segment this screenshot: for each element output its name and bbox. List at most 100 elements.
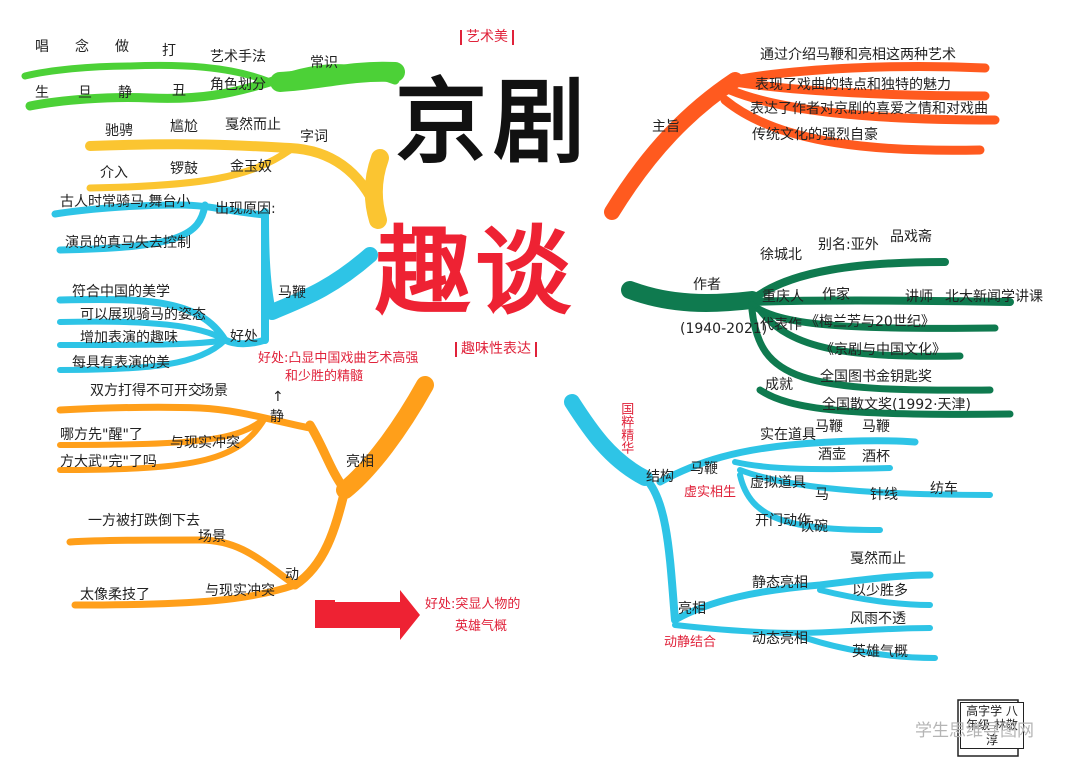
page-subtitle: 趣谈	[375, 216, 575, 328]
mabian-note-2: 和少胜的精髓	[285, 369, 364, 384]
blue-benefit-b2	[57, 318, 228, 343]
page-title: 京剧	[395, 69, 592, 176]
mabian-benefit-3: 每具有表演的美	[72, 355, 170, 371]
blueright-lx4	[797, 633, 938, 661]
jiegou-fake-0: 酒壶	[818, 447, 846, 463]
zuozhe-alias: 别名:亚外	[818, 237, 879, 253]
yellow-trunk	[85, 139, 383, 217]
blueright-lx2	[817, 587, 933, 608]
tag-art: 艺术美	[460, 29, 514, 46]
orange-jing-b3	[57, 415, 268, 473]
blueright-lx3	[672, 622, 933, 636]
jiegou-fake-4: 纺车	[930, 481, 958, 497]
ciyu-row2-1: 锣鼓	[170, 161, 198, 177]
mabian-cause: 出现原因:	[215, 201, 276, 217]
jiegou-static-0: 戛然而止	[850, 551, 906, 567]
redorange-b3	[725, 85, 1000, 125]
blueright-open	[737, 472, 883, 533]
liangxiang-jing: 静	[270, 409, 284, 425]
jiegou-fake: 虚拟道具	[750, 475, 806, 491]
zuozhe-job: 作家	[822, 287, 850, 303]
zuozhe-works: 代表作	[760, 317, 802, 333]
changshi-row2-0: 生	[35, 85, 49, 101]
zuozhe-honor: 成就	[765, 377, 793, 393]
watermark: 学生思维导图网	[915, 721, 1034, 741]
ciyu-row1-0: 驰骋	[105, 123, 133, 139]
orange-jing	[56, 403, 314, 432]
orange-trunk	[290, 420, 350, 590]
red-arrow	[315, 590, 420, 640]
liangxiang-note-2: 英雄气概	[455, 619, 508, 634]
zhuzhi-item-0: 通过介绍马鞭和亮相这两种艺术	[760, 47, 956, 63]
liangxiang-dong: 动	[285, 567, 299, 583]
darkgreen-b2	[748, 296, 1014, 306]
green-branch-top	[21, 61, 274, 86]
blueright-fake	[732, 459, 893, 473]
redorange-spike	[604, 72, 743, 220]
liangxiang-note-1: 好处:突显人物的	[425, 597, 521, 612]
zuozhe-univ: 北大新闻学讲课	[945, 289, 1043, 305]
liangxiang-item1-1: 哪方先"醒"了	[60, 427, 143, 443]
jiegou-real: 实在道具	[760, 427, 816, 443]
zuozhe-work1: 《梅兰芳与20世纪》	[805, 314, 935, 330]
yellow-branch-2	[86, 146, 294, 192]
darkgreen-b1	[748, 258, 949, 304]
green-trunk-thick	[270, 61, 405, 92]
zuozhe-hobby: 品戏斋	[890, 229, 932, 245]
orange-spike	[336, 376, 434, 499]
mabian-benefit: 好处	[230, 329, 258, 345]
redorange-b4	[720, 95, 985, 155]
zuozhe-hometown: 重庆人	[762, 289, 804, 305]
branch-changshi: 常识	[310, 55, 338, 71]
mabian-benefit-2: 增加表演的趣味	[80, 330, 178, 346]
mabian-note-1: 好处:凸显中国戏曲艺术高强	[258, 351, 419, 366]
jiegou-fake-1: 酒杯	[862, 449, 890, 465]
branch-liangxiang: 亮相	[346, 454, 374, 470]
changshi-hangdang: 角色划分	[210, 77, 266, 93]
zuozhe-work2: 《京剧与中国文化》	[820, 342, 946, 358]
mabian-benefit-0: 符合中国的美学	[72, 284, 170, 300]
tag-expr: 趣味性表达	[455, 341, 537, 358]
zuozhe-honor1: 全国图书金钥匙奖	[820, 369, 932, 385]
jiegou-dynamic-1: 英雄气概	[852, 644, 908, 660]
zhuzhi-item-1: 表现了戏曲的特点和独特的魅力	[755, 77, 951, 93]
redorange-b1	[730, 62, 990, 85]
jiegou-static: 静态亮相	[752, 575, 808, 591]
redorange-b2	[730, 77, 990, 101]
blue-benefit-b3	[57, 337, 228, 348]
liangxiang-item1-0: 双方打得不可开交	[90, 383, 202, 399]
liangxiang-scene1: 场景	[200, 383, 228, 399]
branch-zhuzhi: 主旨	[652, 119, 680, 135]
mabian-cause-1: 演员的真马失去控制	[65, 235, 191, 251]
jiegou-xiaowan: 饮碗	[800, 519, 828, 535]
changshi-row2-2: 静	[118, 85, 132, 101]
blueright-lx	[671, 571, 934, 624]
blueright-trunk	[641, 474, 679, 624]
zhuzhi-item-2: 表达了作者对京剧的喜爱之情和对戏曲	[750, 101, 988, 117]
changshi-row1-1: 念	[75, 39, 89, 55]
jiegou-vert-note: 国粹精华	[618, 402, 634, 454]
ciyu-row2-2: 金玉奴	[230, 159, 272, 175]
jiegou-dynamic-0: 风雨不透	[850, 611, 906, 627]
jiegou-static-1: 以少胜多	[852, 583, 908, 599]
blue-benefit-b4	[57, 337, 228, 373]
blueright-fake2	[737, 467, 993, 498]
mabian-benefit-1: 可以展现骑马的姿态	[80, 307, 206, 323]
jiegou-mabian: 马鞭	[690, 461, 718, 477]
changshi-arts: 艺术手法	[210, 49, 266, 65]
liangxiang-scene2: 场景	[198, 529, 226, 545]
blueright-mabian	[656, 437, 919, 486]
liangxiang-contrast1: 与现实冲突	[170, 435, 240, 451]
yellow-spike	[364, 149, 389, 229]
blue-benefit-branch	[56, 295, 269, 348]
branch-jiegou: 结构	[646, 469, 674, 485]
blue-trunk	[261, 208, 276, 344]
zuozhe-years: (1940-2021)	[680, 321, 768, 337]
darkgreen-b6	[756, 386, 1014, 418]
ciyu-row1-2: 戛然而止	[225, 117, 281, 133]
zhuzhi-item-3: 传统文化的强烈自豪	[752, 127, 878, 143]
darkgreen-b5	[748, 306, 994, 394]
branch-mabian: 马鞭	[278, 285, 306, 301]
